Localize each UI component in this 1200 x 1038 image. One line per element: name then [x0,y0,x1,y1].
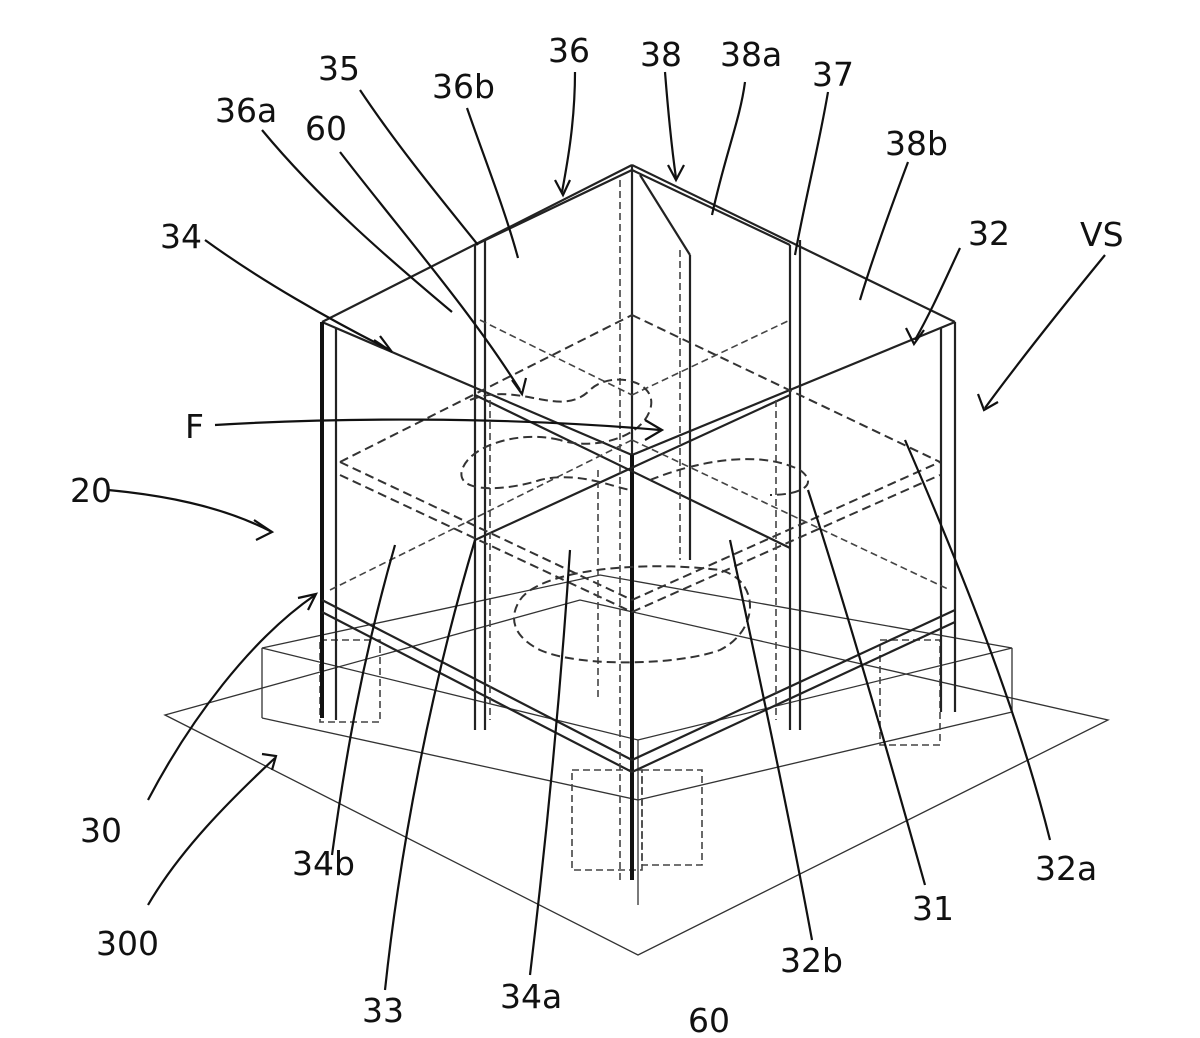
label-38: 38 [640,35,682,74]
base-plate [163,599,1110,956]
label-60-bottom: 60 [688,1001,730,1038]
label-35: 35 [318,49,360,88]
partitions [329,169,951,730]
label-37: 37 [812,55,854,94]
label-F: F [185,407,204,446]
leader-lines [107,71,1106,991]
label-32a: 32a [1035,849,1097,888]
label-32: 32 [968,214,1010,253]
cable [460,378,809,664]
label-20: 20 [70,471,112,510]
label-34: 34 [160,217,202,256]
reference-labels: 36 38 38a 35 36b 37 36a 60 38b 34 32 VS … [70,31,1124,1038]
label-30: 30 [80,811,122,850]
label-34b: 34b [292,844,355,883]
label-36a: 36a [215,91,277,130]
label-VS: VS [1080,215,1124,254]
label-33: 33 [362,991,404,1030]
label-38b: 38b [885,124,948,163]
label-36: 36 [548,31,590,70]
label-34a: 34a [500,977,562,1016]
label-31: 31 [912,889,954,928]
label-36b: 36b [432,67,495,106]
label-38a: 38a [720,35,782,74]
label-300: 300 [96,924,159,963]
label-32b: 32b [780,941,843,980]
label-60-top: 60 [305,109,347,148]
